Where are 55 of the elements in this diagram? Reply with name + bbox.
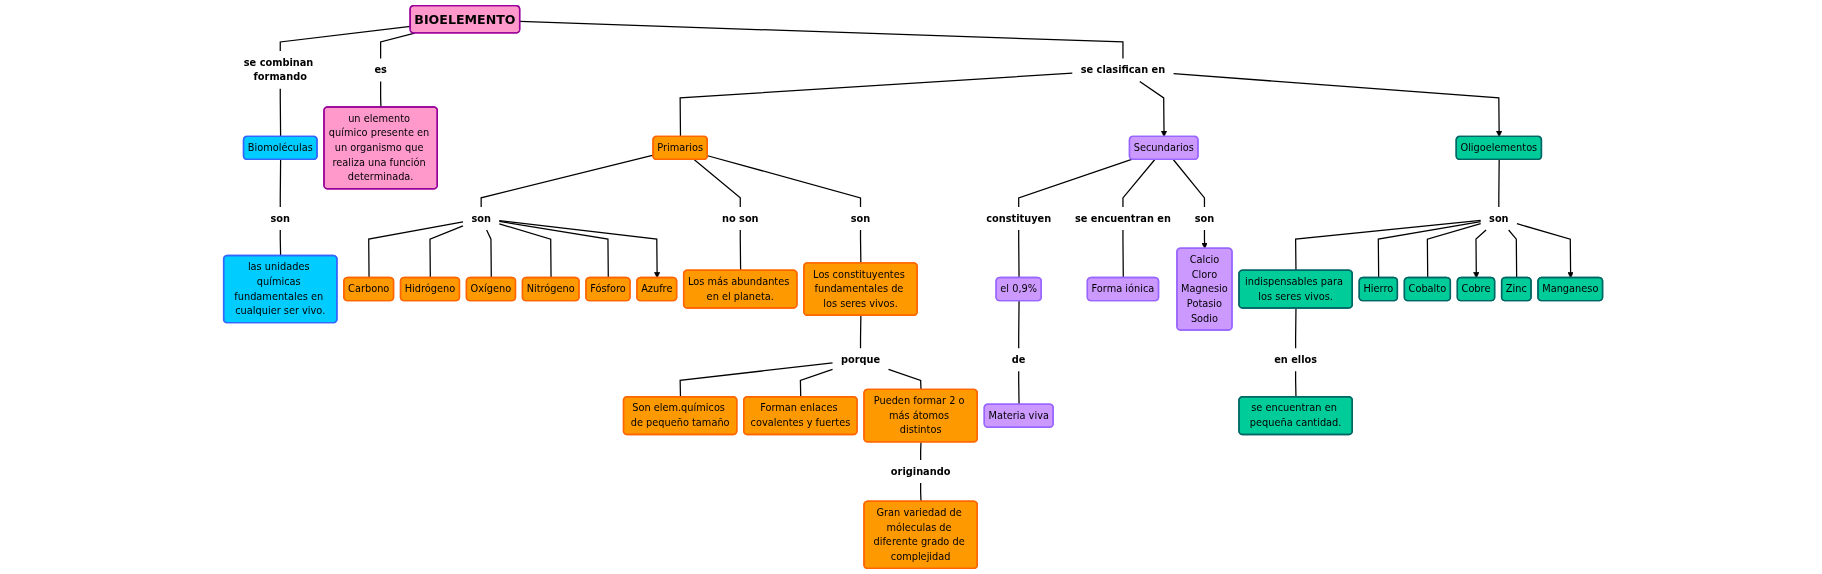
arrow (1516, 223, 1574, 279)
connector (519, 20, 1124, 59)
connector (859, 315, 862, 349)
arrow (1139, 80, 1168, 137)
connector (1295, 219, 1482, 272)
node-text: son (1489, 212, 1509, 224)
connector (739, 229, 742, 272)
connector (1122, 159, 1156, 208)
connector (1018, 300, 1020, 349)
connector (486, 229, 492, 279)
connector (380, 32, 416, 59)
connector (920, 441, 922, 461)
connector (1122, 229, 1124, 279)
arrow (1201, 229, 1208, 249)
connector (279, 159, 282, 208)
connector (679, 72, 1073, 138)
node-text: de (1011, 353, 1026, 365)
connector (279, 88, 282, 138)
connector (380, 80, 382, 108)
connector (480, 154, 654, 208)
node-text: se combinan formando (243, 56, 314, 83)
node-text: en ellos (1274, 353, 1318, 365)
connector (679, 362, 834, 398)
node-text: originando (890, 465, 951, 477)
node-text: constituyen (986, 212, 1052, 224)
connector (693, 159, 741, 208)
arrow (1473, 229, 1487, 279)
connector (859, 229, 862, 264)
node-text: son (471, 212, 491, 224)
connector (498, 220, 609, 279)
connector (279, 229, 282, 257)
connector (1018, 158, 1133, 208)
arrow (1172, 73, 1503, 137)
connector (1377, 220, 1482, 279)
node-text: son (850, 212, 871, 224)
connector (1018, 229, 1020, 279)
node-text: porque (840, 353, 881, 365)
connector (368, 221, 464, 279)
node-text: son (270, 212, 291, 224)
connector (1498, 159, 1500, 208)
connector (920, 482, 922, 503)
connector (799, 368, 834, 398)
connector (1172, 159, 1206, 208)
node-text: se encuentran en (1074, 212, 1171, 224)
connector (1295, 307, 1297, 349)
connector (1507, 229, 1518, 279)
arrow (498, 220, 661, 279)
node-text: es (374, 63, 387, 76)
connector (707, 155, 862, 208)
node-text: son (1194, 212, 1215, 224)
connector (887, 368, 922, 391)
node-text: no son (721, 212, 759, 224)
connector (1295, 370, 1297, 398)
connector (1018, 370, 1020, 406)
node-text: se clasifican en (1080, 63, 1166, 76)
